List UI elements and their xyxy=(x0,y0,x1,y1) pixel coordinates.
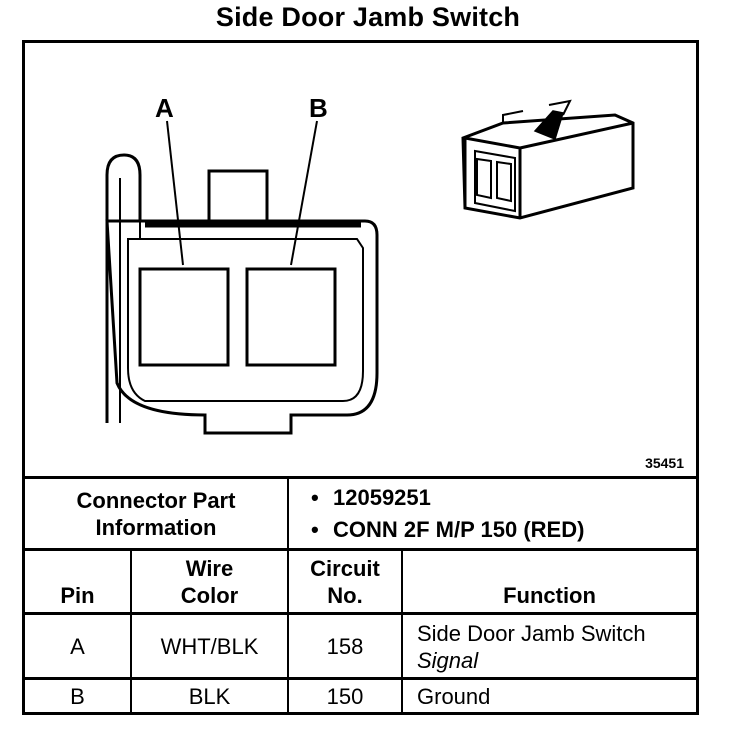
row-b-function: Ground xyxy=(417,683,491,709)
col-divider-wire xyxy=(287,551,289,712)
leader-line-b xyxy=(290,120,318,266)
part-number: 12059251 xyxy=(333,485,431,510)
connector-description: CONN 2F M/P 150 (RED) xyxy=(333,517,585,542)
header-wire-color-line2: Color xyxy=(180,583,239,608)
header-circuit: Circuit No. xyxy=(289,551,401,613)
row-a-function-line2: Signal xyxy=(417,647,479,673)
connector-info-list: •12059251 •CONN 2F M/P 150 (RED) xyxy=(311,481,691,551)
header-function: Function xyxy=(503,583,596,608)
pin-label-a: A xyxy=(155,93,174,123)
row-a-function: Side Door Jamb Switch Signal xyxy=(403,615,696,678)
header-pin: Pin xyxy=(60,583,95,608)
row-a-wire-color: WHT/BLK xyxy=(160,634,259,659)
header-wire-color: Wire Color xyxy=(132,551,287,613)
connector-info-label: Connector Part Information xyxy=(25,479,287,549)
table-divider-info xyxy=(25,548,696,551)
connector-info-label-line1: Connector Part xyxy=(76,488,236,513)
row-a-circuit: 158 xyxy=(326,634,364,659)
connector-info-label-line2: Information xyxy=(95,515,217,540)
table-divider-header xyxy=(25,612,696,615)
row-b-circuit: 150 xyxy=(326,683,364,709)
connector-face-figure: A B xyxy=(105,93,635,435)
row-b-pin: B xyxy=(70,683,85,709)
row-b-wire-color: BLK xyxy=(188,683,231,709)
connector-isometric-drawing xyxy=(461,99,635,220)
connector-info-item: •12059251 xyxy=(311,485,431,510)
pin-label-b: B xyxy=(309,93,328,123)
col-divider-pin xyxy=(130,551,132,712)
figure-number: 35451 xyxy=(645,455,684,471)
connector-frame: A B 35451 Connector Part Information •12 xyxy=(22,40,699,715)
header-circuit-line1: Circuit xyxy=(310,556,380,581)
row-a-pin: A xyxy=(70,634,85,659)
connector-info-item: •CONN 2F M/P 150 (RED) xyxy=(311,517,585,542)
col-divider-circuit xyxy=(401,551,403,712)
diagram-title: Side Door Jamb Switch xyxy=(215,2,521,32)
leader-line-a xyxy=(166,120,184,266)
header-wire-color-line1: Wire xyxy=(185,556,234,581)
connector-housing-drawing xyxy=(105,153,379,435)
info-divider xyxy=(287,479,289,549)
header-circuit-line2: No. xyxy=(327,583,363,608)
table-divider-row-a xyxy=(25,677,696,680)
table-divider-top xyxy=(25,476,696,479)
row-a-function-line1: Side Door Jamb Switch xyxy=(417,620,646,646)
pin-leader-lines xyxy=(166,120,318,266)
